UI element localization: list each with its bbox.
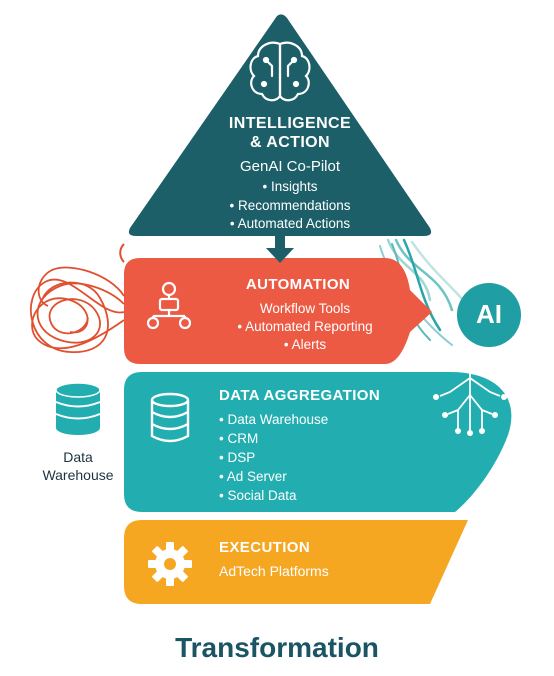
ai-badge-label: AI [476, 299, 502, 329]
data-aggregation-item: • Ad Server [219, 469, 287, 484]
side-database-icon [55, 382, 101, 435]
data-aggregation-item: • Social Data [219, 488, 297, 503]
circuit-tree-icon [439, 356, 501, 430]
execution-subtitle: AdTech Platforms [219, 563, 329, 579]
tangled-line-icon [30, 243, 125, 353]
automation-item: • Automated Reporting [237, 319, 373, 334]
data-aggregation-title: DATA AGGREGATION [219, 387, 381, 404]
execution-band [124, 520, 468, 604]
brain-circuit-icon [249, 41, 311, 102]
side-label-line2: Warehouse [42, 467, 114, 483]
footer-title: Transformation [175, 632, 379, 663]
arrow-down-icon [266, 236, 294, 263]
data-aggregation-band [124, 372, 512, 512]
intelligence-title-line2: & ACTION [250, 134, 330, 151]
data-aggregation-item: • CRM [219, 431, 259, 446]
data-aggregation-item: • Data Warehouse [219, 412, 329, 427]
intelligence-item: • Insights [262, 179, 318, 194]
automation-band [124, 258, 432, 364]
intelligence-subtitle: GenAI Co-Pilot [239, 158, 341, 175]
intelligence-triangle [128, 14, 432, 237]
database-icon [150, 392, 190, 443]
side-label-line1: Data [63, 449, 93, 465]
intelligence-item: • Recommendations [229, 198, 351, 213]
data-aggregation-item: • DSP [219, 450, 256, 465]
circuit-node-dots [433, 361, 507, 436]
intelligence-title-line1: INTELLIGENCE [228, 115, 352, 132]
gear-icon [148, 542, 192, 586]
automation-item: Workflow Tools [259, 301, 351, 316]
execution-title: EXECUTION [219, 539, 311, 556]
intelligence-item: • Automated Actions [229, 216, 351, 231]
workflow-icon [146, 281, 192, 330]
automation-title: AUTOMATION [245, 276, 351, 293]
ai-badge-circle [457, 283, 521, 347]
automation-item: • Alerts [283, 337, 327, 352]
